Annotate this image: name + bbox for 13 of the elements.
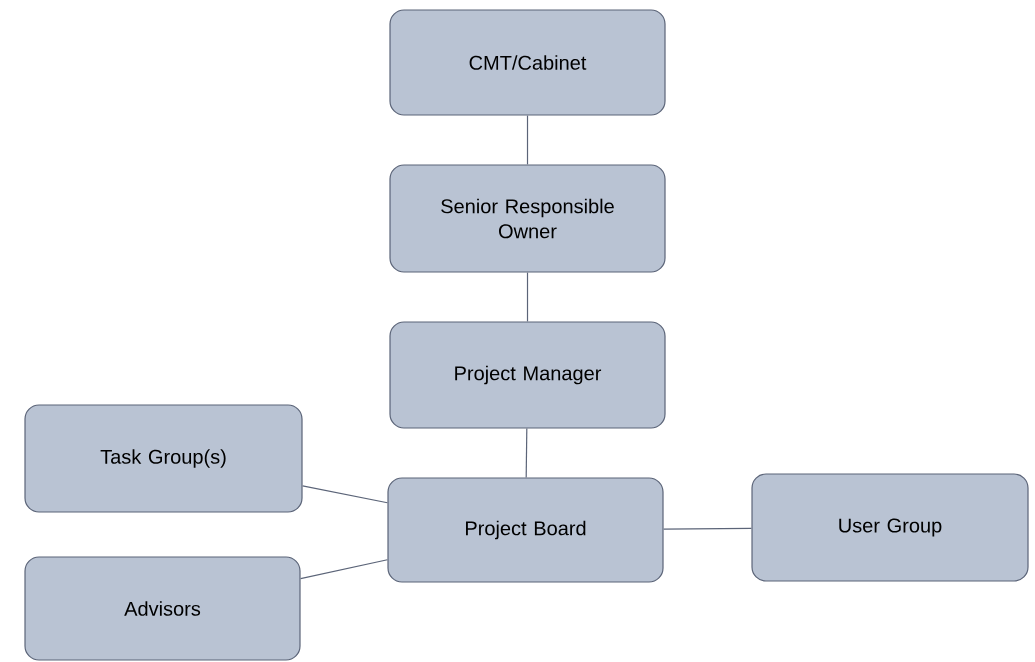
process-box: Project Board: [387, 477, 664, 583]
process-box: Advisors: [24, 556, 301, 661]
connector-line: [525, 428, 528, 478]
connector-line: [302, 485, 388, 504]
connector-line: [663, 527, 752, 530]
process-box: Project Manager: [389, 321, 666, 429]
process-box: Senior Responsible Owner: [389, 164, 666, 273]
process-box: User Group: [751, 473, 1029, 582]
process-box: Task Group(s): [24, 404, 303, 513]
connector-line: [300, 559, 388, 580]
connector-line: [526, 115, 529, 165]
process-box: CMT/Cabinet: [389, 9, 666, 116]
connector-line: [526, 272, 529, 322]
